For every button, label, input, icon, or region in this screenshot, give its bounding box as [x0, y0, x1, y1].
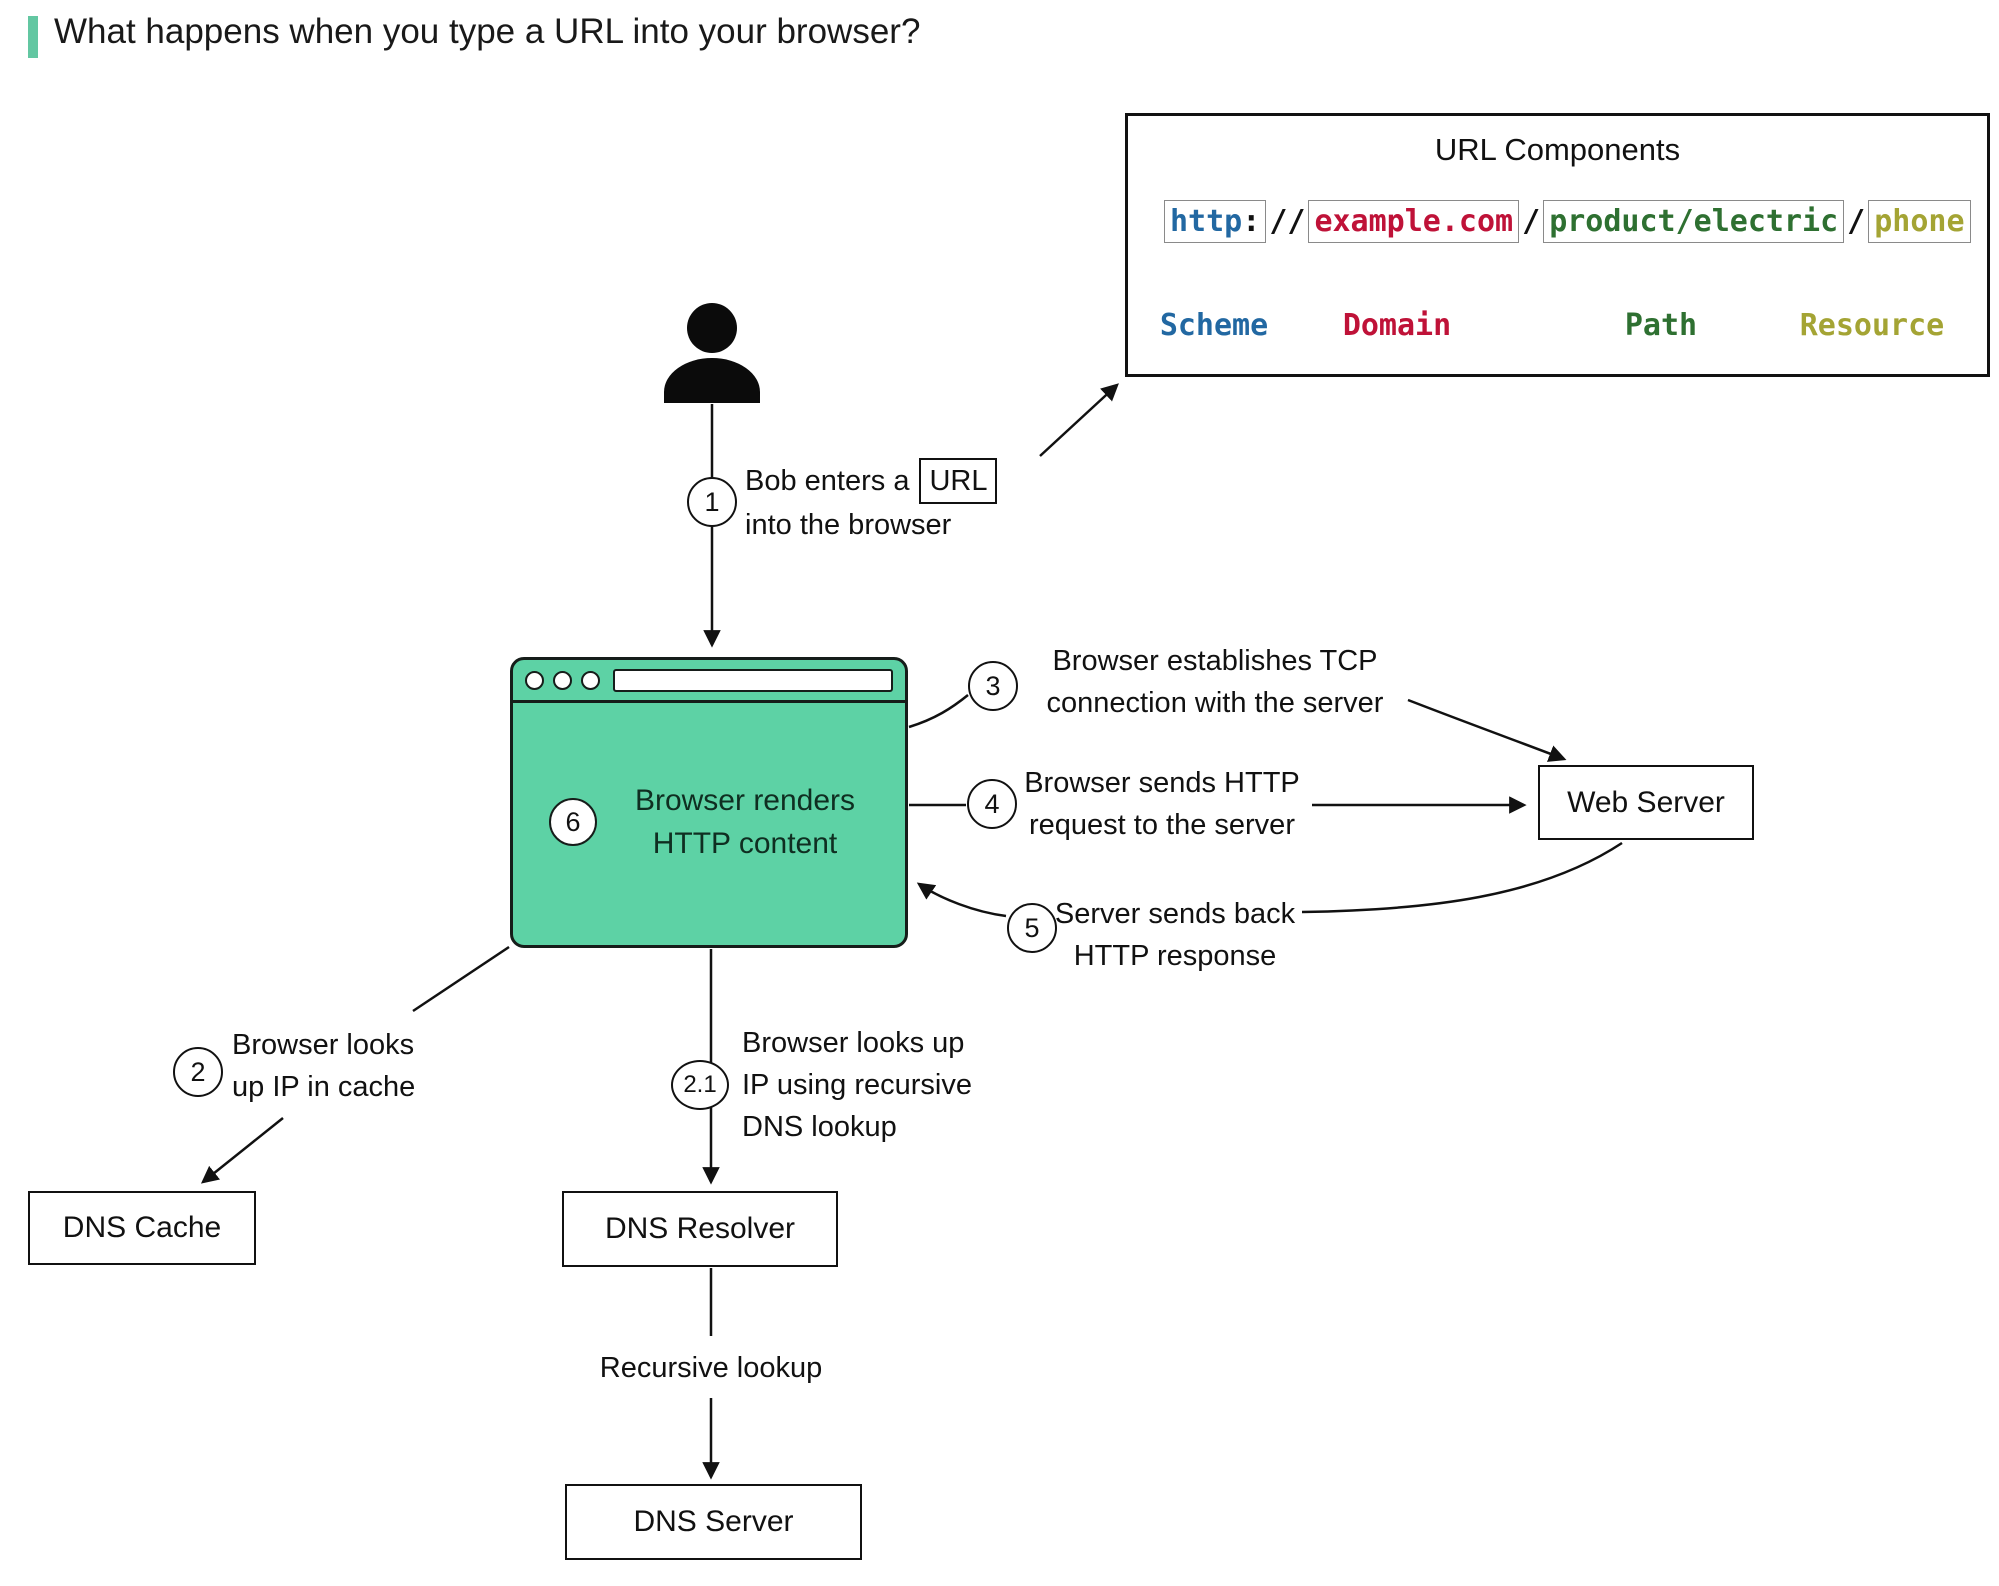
dns-resolver-node: DNS Resolver	[562, 1191, 838, 1267]
label-domain: Domain	[1342, 308, 1452, 343]
step-2-circle: 2	[173, 1047, 223, 1097]
arrow-step3-to-webserver	[1407, 698, 1567, 762]
label-resource: Resource	[1799, 308, 1945, 343]
url-scheme-colon: :	[1242, 204, 1261, 239]
line-browser-to-step2	[412, 945, 510, 1013]
browser-window: 6 Browser renders HTTP content	[510, 657, 908, 948]
step-2-text: Browser looks up IP in cache	[232, 1024, 415, 1108]
step-4-circle: 4	[967, 779, 1017, 829]
step-4-line-1: Browser sends HTTP	[1024, 767, 1300, 799]
step-3-line-2: connection with the server	[1046, 687, 1384, 719]
step-1-url-token: URL	[919, 458, 998, 504]
web-server-node: Web Server	[1538, 765, 1754, 840]
dns-server-node: DNS Server	[565, 1484, 862, 1560]
step-2-1-line-1: Browser looks up	[742, 1027, 965, 1059]
recursive-lookup-label: Recursive lookup	[599, 1352, 823, 1384]
step-6-line-2: HTTP content	[652, 827, 838, 860]
step-5-text: Server sends back HTTP response	[1030, 893, 1320, 977]
url-scheme-box: http:	[1164, 200, 1267, 243]
step-2-1-text: Browser looks up IP using recursive DNS …	[742, 1022, 972, 1148]
step-3-line-1: Browser establishes TCP	[1052, 645, 1378, 677]
step-3-circle: 3	[968, 661, 1018, 711]
dns-cache-node: DNS Cache	[28, 1191, 256, 1265]
url-resource: phone	[1868, 200, 1971, 243]
url-slash-2: /	[1847, 204, 1866, 239]
step-4-text: Browser sends HTTP request to the server	[1012, 762, 1312, 846]
arrow-url-to-components	[1039, 383, 1119, 457]
step-1-text-before: Bob enters a	[745, 465, 910, 497]
url-domain: example.com	[1308, 200, 1520, 243]
window-dot-icon	[553, 670, 572, 690]
step-6-text: Browser renders HTTP content	[605, 779, 885, 865]
page-title: What happens when you type a URL into yo…	[54, 12, 921, 51]
step-6-line-1: Browser renders	[634, 784, 856, 817]
url-path: product/electric	[1543, 200, 1845, 243]
url-slashes: //	[1269, 204, 1306, 239]
line-webserver-to-step5	[1301, 841, 1623, 914]
window-dot-icon	[581, 670, 600, 690]
step-2-1-line-2: IP using recursive	[742, 1069, 972, 1101]
user-icon	[664, 303, 760, 403]
window-dot-icon	[525, 670, 544, 690]
browser-content: 6 Browser renders HTTP content	[513, 703, 905, 945]
step-2-1-line-3: DNS lookup	[742, 1111, 897, 1143]
step-2-1-circle: 2.1	[671, 1060, 729, 1110]
step-3-text: Browser establishes TCP connection with …	[1015, 640, 1415, 724]
step-5-line-1: Server sends back	[1054, 898, 1296, 930]
step-5-circle: 5	[1007, 903, 1057, 953]
step-1-circle: 1	[687, 477, 737, 527]
step-6-circle: 6	[549, 798, 597, 846]
step-2-line-1: Browser looks	[232, 1029, 415, 1061]
url-scheme: http	[1170, 204, 1243, 239]
address-bar	[613, 668, 893, 692]
arrow-step5-to-browser	[916, 882, 1007, 918]
browser-titlebar	[513, 660, 905, 703]
step-1-line-1: Bob enters a URL	[745, 458, 998, 504]
step-1-text: Bob enters a URL into the browser	[745, 458, 998, 546]
step-2-line-2: up IP in cache	[232, 1071, 416, 1103]
arrow-step2-to-dnscache	[200, 1117, 284, 1184]
step-5-line-2: HTTP response	[1073, 940, 1277, 972]
label-path: Path	[1624, 308, 1698, 343]
url-components-title: URL Components	[1434, 132, 1681, 167]
url-slash-1: /	[1522, 204, 1541, 239]
step-4-line-2: request to the server	[1029, 809, 1295, 841]
title-accent-bar	[28, 16, 38, 58]
url-example: http://example.com/product/electric/phon…	[1164, 200, 1971, 243]
step-1-line-2: into the browser	[745, 509, 952, 541]
line-browser-to-step3	[908, 694, 969, 729]
label-scheme: Scheme	[1159, 308, 1269, 343]
url-components-panel: URL Components http://example.com/produc…	[1125, 113, 1990, 377]
